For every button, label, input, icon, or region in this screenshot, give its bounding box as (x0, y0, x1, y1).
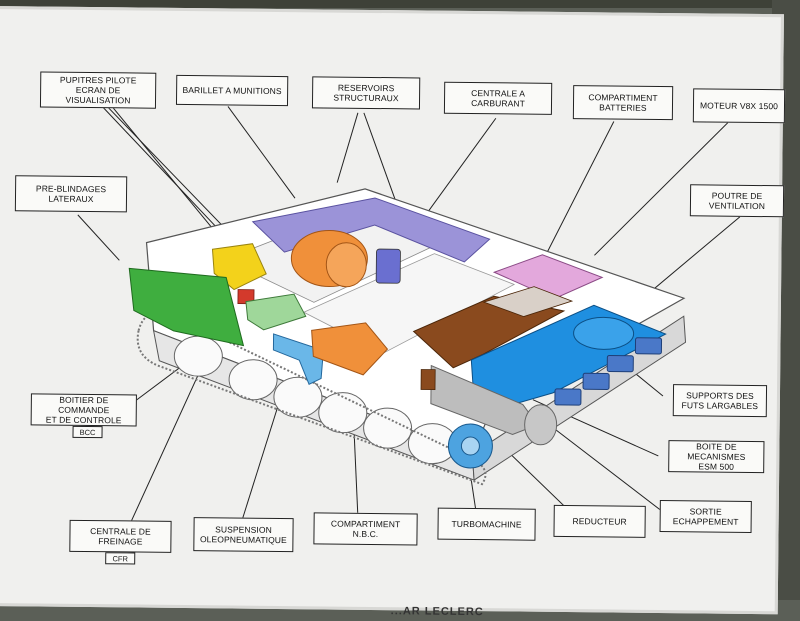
bcc-part (245, 293, 307, 331)
barillet-drum-face (325, 242, 367, 288)
centrale-carburant-part (375, 248, 401, 284)
label-sortie: SORTIE ECHAPPEMENT (659, 499, 752, 533)
running-gear (136, 309, 487, 486)
label-turbomachine: TURBOMACHINE (437, 507, 536, 541)
label-poutre-ventilation: POUTRE DE VENTILATION (689, 184, 785, 218)
label-suspension: SUSPENSION OLEOPNEUMATIQUE (193, 517, 294, 553)
label-nbc: COMPARTIMENT N.B.C. (313, 512, 418, 546)
tank-diagram-svg (77, 104, 741, 522)
label-centrale-freinage-sub: CFR (105, 552, 136, 565)
label-reducteur: REDUCTEUR (553, 504, 646, 538)
reservoirs-part (251, 197, 491, 263)
label-boite-mecanismes: BOITE DE MECANISMES ESM 500 (668, 440, 765, 474)
label-pupitres: PUPITRES PILOTE ECRAN DE VISUALISATION (39, 71, 157, 109)
label-compartiment-batteries: COMPARTIMENT BATTERIES (572, 85, 674, 121)
label-boitier: BOITIER DE COMMANDE ET DE CONTROLE (30, 393, 137, 427)
nbc-part (311, 322, 389, 376)
label-pre-blindages: PRE-BLINDAGES LATERAUX (14, 175, 128, 213)
wall-top (0, 0, 800, 8)
bottom-caption: ...AR LECLERC (390, 605, 484, 619)
label-boitier-sub: BCC (72, 425, 103, 439)
label-centrale-freinage: CENTRALE DE FREINAGE (69, 519, 172, 553)
reducteur-hub (460, 436, 480, 456)
exhaust-elbow (524, 404, 558, 446)
label-reservoirs: RESERVOIRS STRUCTURAUX (311, 76, 421, 110)
label-supports-futs: SUPPORTS DES FUTS LARGABLES (672, 384, 768, 418)
diagram-panel: PUPITRES PILOTE ECRAN DE VISUALISATION B… (0, 6, 786, 618)
label-barillet: BARILLET A MUNITIONS (175, 74, 289, 107)
ventilation-fan (573, 316, 635, 350)
label-moteur: MOTEUR V8X 1500 (692, 88, 786, 124)
brown-bracket (420, 369, 436, 391)
supports-futs-part (554, 337, 663, 406)
label-centrale-carburant: CENTRALE A CARBURANT (443, 81, 553, 115)
pre-blindages-part (128, 267, 245, 347)
moteur-grille (482, 286, 574, 317)
